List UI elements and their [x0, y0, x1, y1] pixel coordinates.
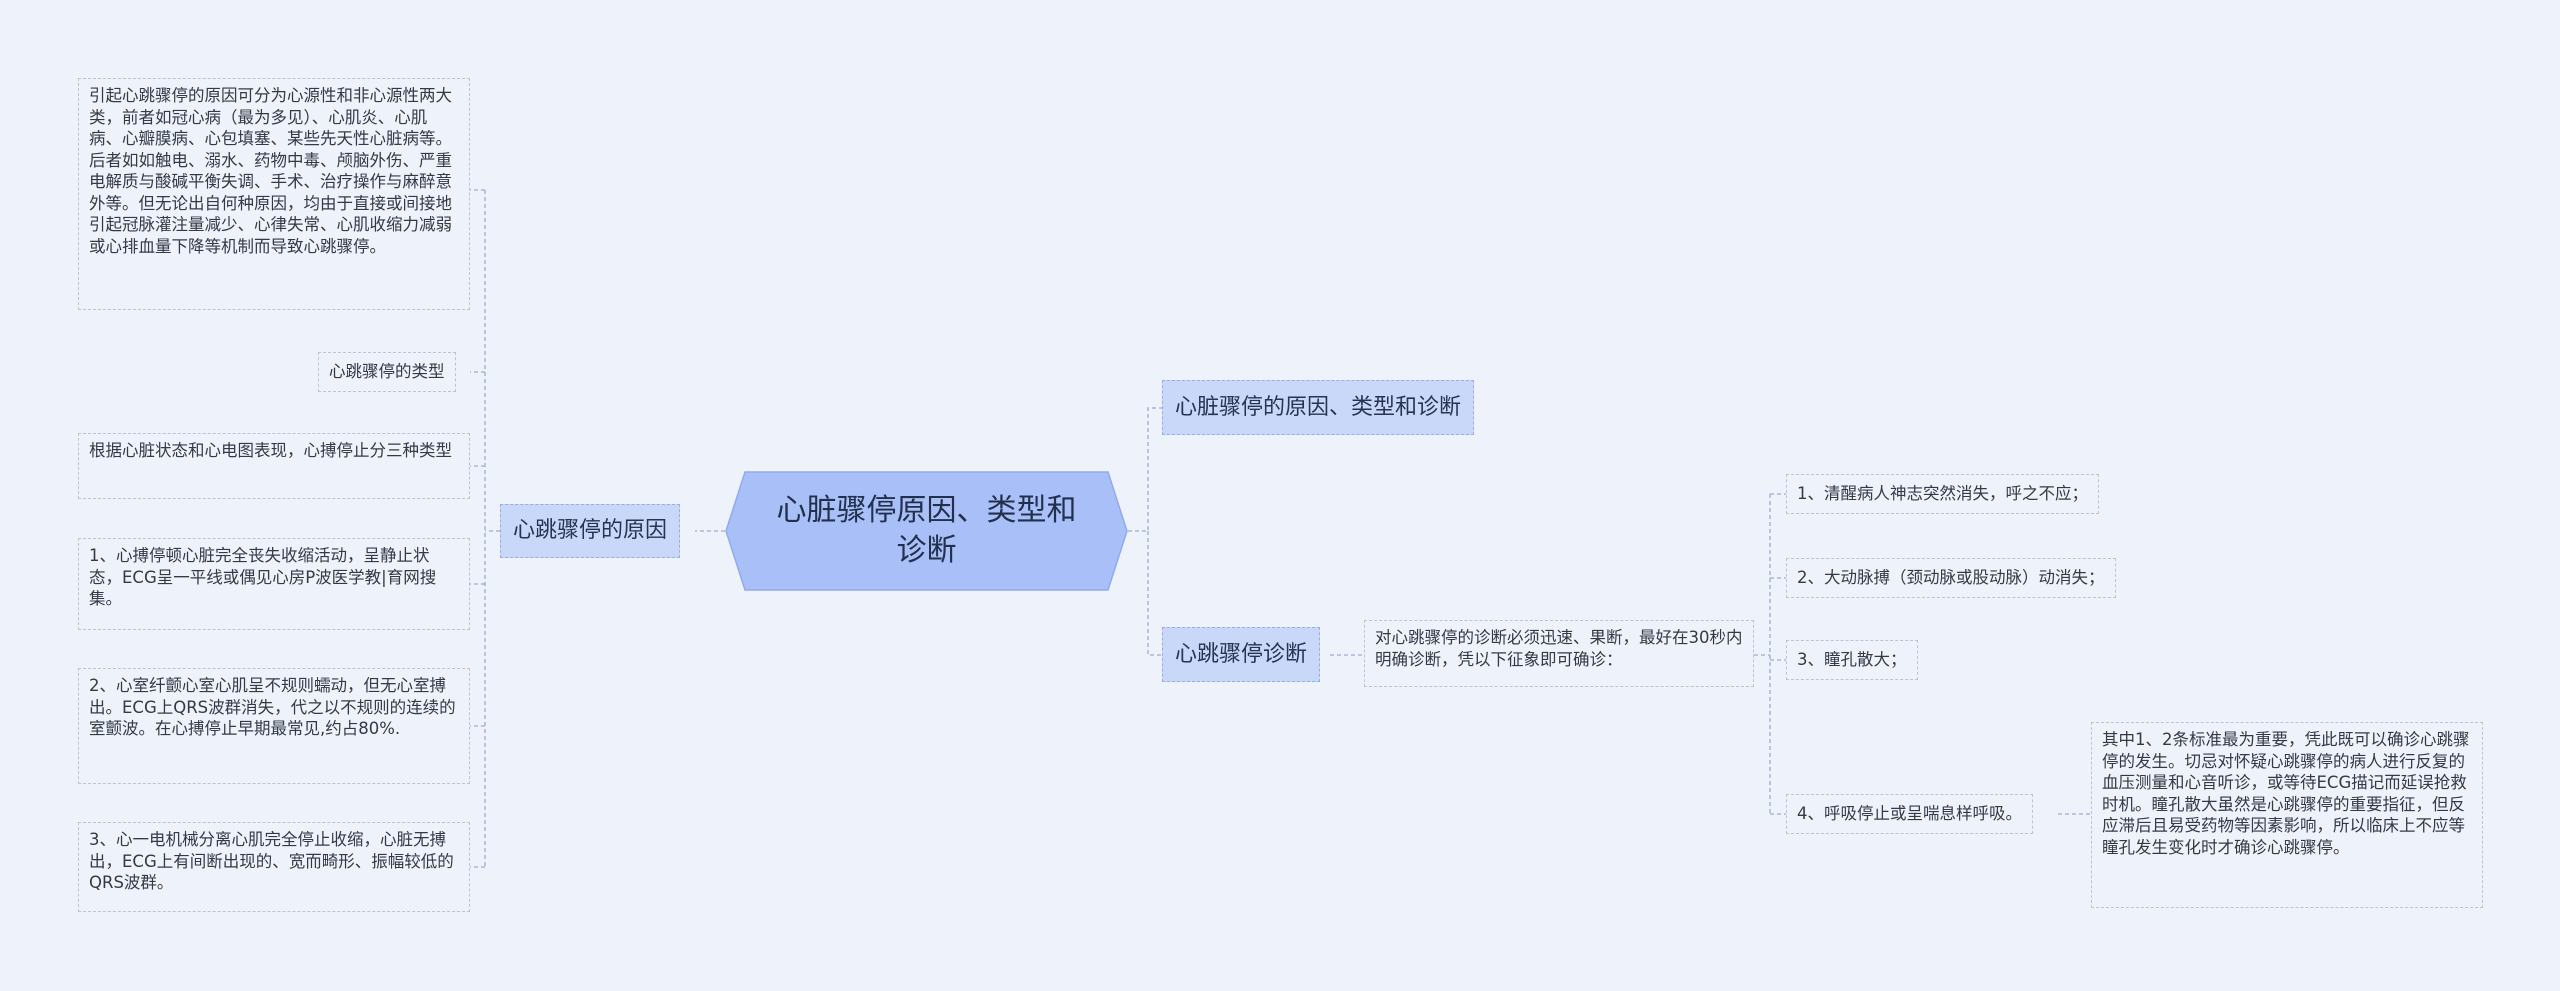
root-hexagon-shape: [725, 471, 1128, 591]
leaf-types-heading-text: 心跳骤停的类型: [329, 362, 445, 382]
branch-diagnosis[interactable]: 心跳骤停诊断: [1162, 627, 1321, 682]
connector-left-leaves: [470, 189, 500, 868]
branch-overview[interactable]: 心脏骤停的原因、类型和诊断: [1162, 380, 1475, 435]
root-title: 心脏骤停原因、类型和诊断: [776, 493, 1077, 568]
leaf-criterion-4-text: 4、呼吸停止或呈喘息样呼吸。: [1797, 804, 2022, 824]
leaf-criterion-1-text: 1、清醒病人神志突然消失，呼之不应；: [1797, 484, 2088, 504]
root-topic[interactable]: 心脏骤停原因、类型和诊断: [725, 471, 1128, 591]
leaf-type-vfib-text: 2、心室纤颤心室心肌呈不规则蠕动，但无心室搏出。ECG上QRS波群消失，代之以不…: [89, 676, 456, 738]
leaf-causes-detail[interactable]: 引起心跳骤停的原因可分为心源性和非心源性两大类，前者如冠心病（最为多见）、心肌炎…: [78, 78, 470, 310]
leaf-criterion-2[interactable]: 2、大动脉搏（颈动脉或股动脉）动消失；: [1786, 558, 2116, 598]
connector-intro-criteria: [1754, 493, 1786, 815]
leaf-causes-detail-text: 引起心跳骤停的原因可分为心源性和非心源性两大类，前者如冠心病（最为多见）、心肌炎…: [89, 86, 452, 256]
leaf-type-asystole[interactable]: 1、心搏停顿心脏完全丧失收缩活动，呈静止状态，ECG呈一平线或偶见心房P波医学教…: [78, 538, 470, 630]
branch-overview-label: 心脏骤停的原因、类型和诊断: [1175, 394, 1462, 420]
leaf-diagnosis-note-text: 其中1、2条标准最为重要，凭此既可以确诊心跳骤停的发生。切忌对怀疑心跳骤停的病人…: [2102, 730, 2470, 857]
leaf-diagnosis-intro-text: 对心跳骤停的诊断必须迅速、果断，最好在30秒内明确诊断，凭以下征象即可确诊：: [1375, 628, 1743, 669]
leaf-diagnosis-intro[interactable]: 对心跳骤停的诊断必须迅速、果断，最好在30秒内明确诊断，凭以下征象即可确诊：: [1364, 620, 1754, 687]
leaf-criterion-1[interactable]: 1、清醒病人神志突然消失，呼之不应；: [1786, 474, 2099, 514]
leaf-diagnosis-note[interactable]: 其中1、2条标准最为重要，凭此既可以确诊心跳骤停的发生。切忌对怀疑心跳骤停的病人…: [2091, 722, 2483, 908]
leaf-type-asystole-text: 1、心搏停顿心脏完全丧失收缩活动，呈静止状态，ECG呈一平线或偶见心房P波医学教…: [89, 546, 437, 608]
leaf-types-intro[interactable]: 根据心脏状态和心电图表现，心搏停止分三种类型: [78, 433, 470, 499]
leaf-type-emd-text: 3、心一电机械分离心肌完全停止收缩，心脏无搏出，ECG上有间断出现的、宽而畸形、…: [89, 830, 454, 892]
leaf-criterion-3-text: 3、瞳孔散大；: [1797, 650, 1907, 670]
branch-causes-label: 心跳骤停的原因: [513, 518, 668, 543]
leaf-criterion-2-text: 2、大动脉搏（颈动脉或股动脉）动消失；: [1797, 568, 2105, 588]
leaf-type-emd[interactable]: 3、心一电机械分离心肌完全停止收缩，心脏无搏出，ECG上有间断出现的、宽而畸形、…: [78, 822, 470, 912]
leaf-type-vfib[interactable]: 2、心室纤颤心室心肌呈不规则蠕动，但无心室搏出。ECG上QRS波群消失，代之以不…: [78, 668, 470, 784]
branch-diagnosis-label: 心跳骤停诊断: [1175, 641, 1308, 667]
branch-causes[interactable]: 心跳骤停的原因: [500, 504, 681, 558]
leaf-criterion-3[interactable]: 3、瞳孔散大；: [1786, 640, 1918, 680]
leaf-criterion-4[interactable]: 4、呼吸停止或呈喘息样呼吸。: [1786, 794, 2033, 834]
connector-root-right: [1128, 407, 1162, 656]
leaf-types-heading[interactable]: 心跳骤停的类型: [318, 352, 456, 392]
leaf-types-intro-text: 根据心脏状态和心电图表现，心搏停止分三种类型: [89, 441, 452, 460]
